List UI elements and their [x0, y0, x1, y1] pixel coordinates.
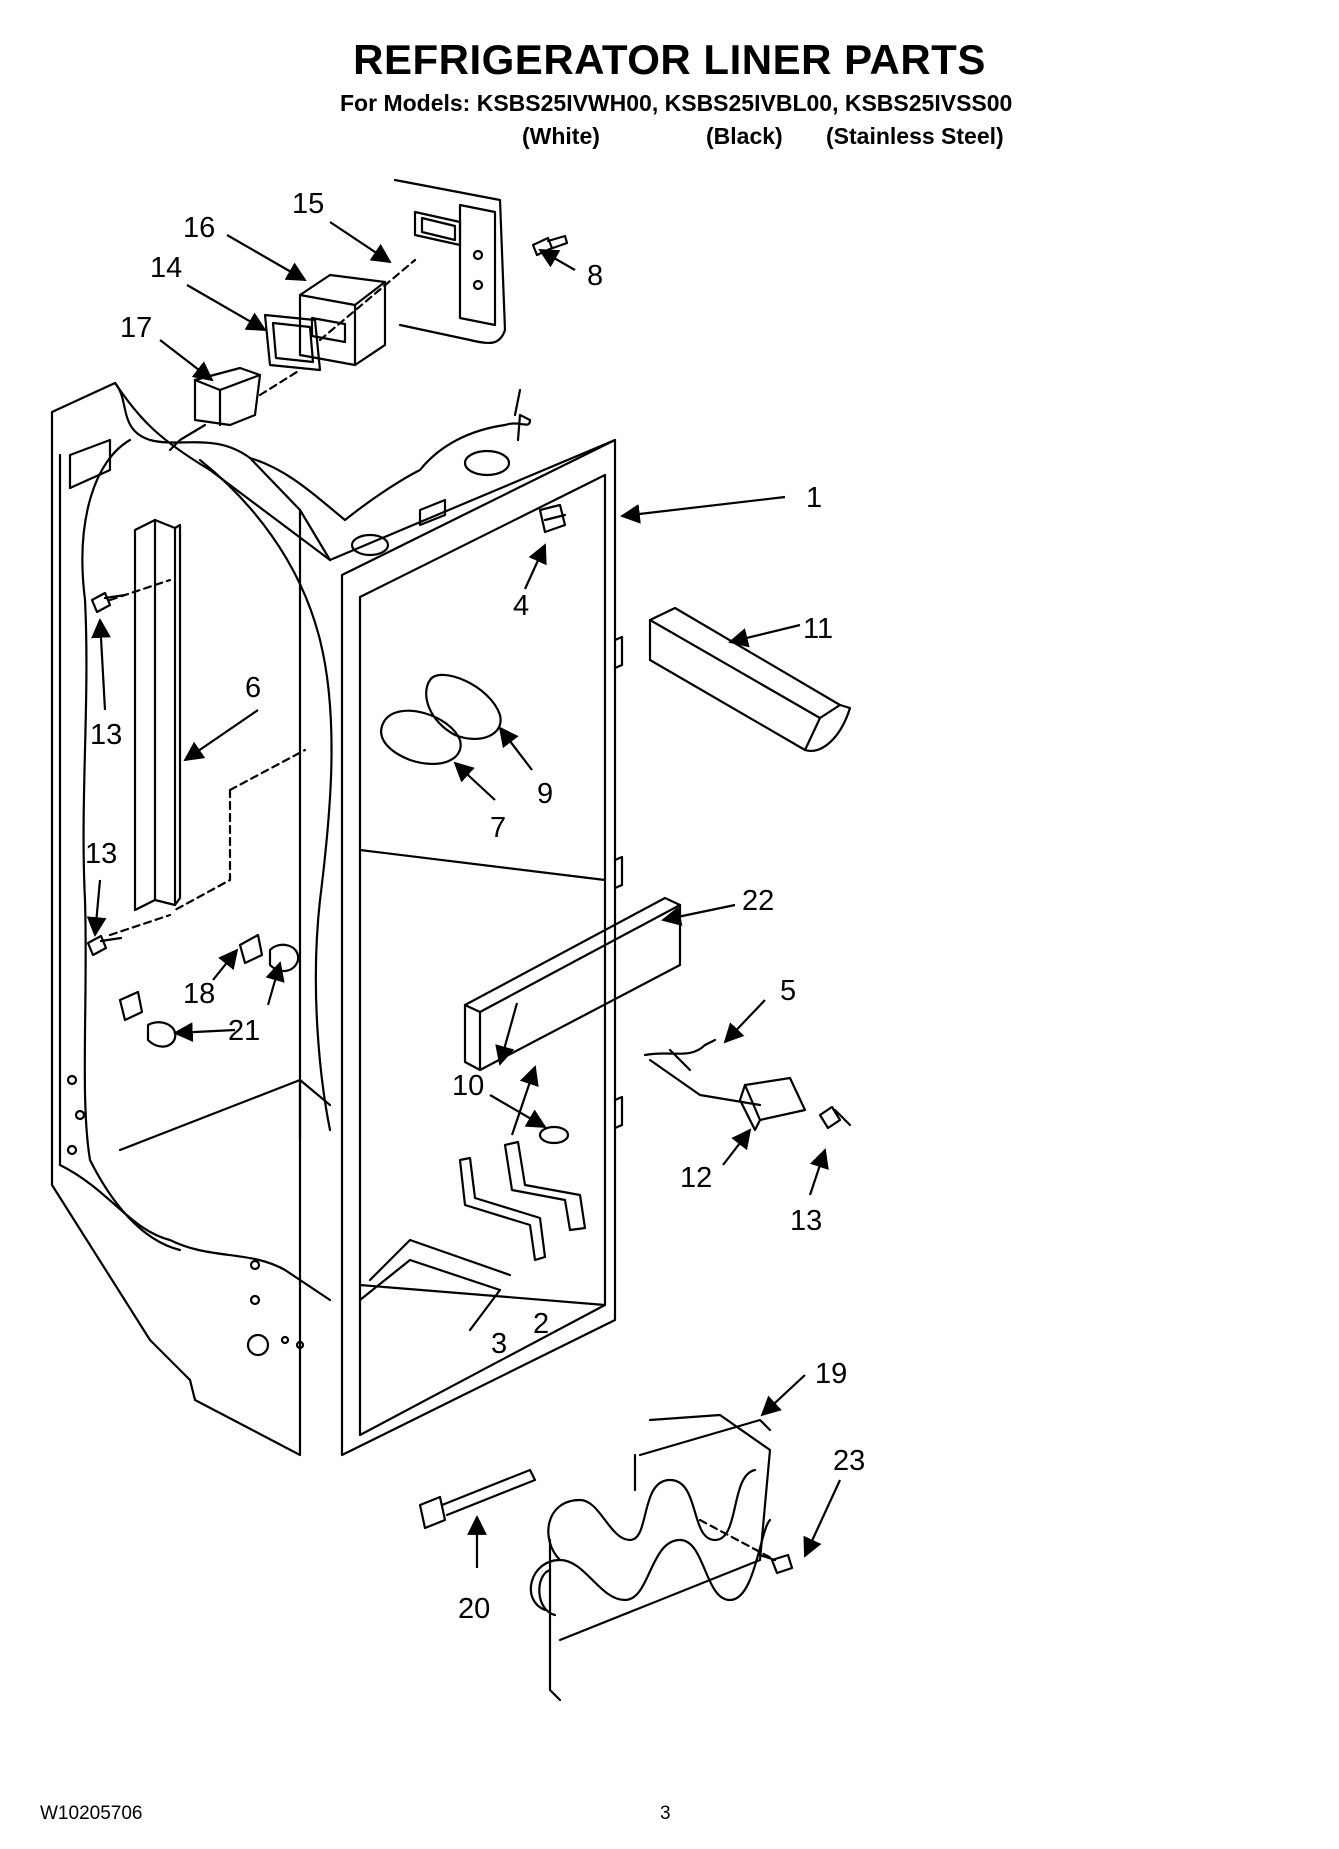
callout-5: 5 — [780, 975, 796, 1007]
callout-2: 2 — [533, 1308, 549, 1340]
callout-21: 21 — [228, 1015, 260, 1047]
callout-8: 8 — [587, 260, 603, 292]
channel-11 — [648, 606, 852, 753]
callout-13-right: 13 — [790, 1205, 822, 1237]
callout-15: 15 — [292, 188, 324, 220]
shelf-bar-22 — [463, 896, 682, 1072]
callout-13-lower: 13 — [85, 838, 117, 870]
screw-13-upper — [90, 591, 127, 614]
screw-13-right — [818, 1105, 852, 1130]
callout-12: 12 — [680, 1162, 712, 1194]
callout-11: 11 — [803, 613, 833, 645]
refrigerator-liner — [50, 381, 624, 1457]
heater-19 — [529, 1413, 772, 1702]
part-9 — [425, 673, 502, 740]
cable-tie-20 — [418, 1468, 537, 1530]
rail-6 — [133, 518, 182, 912]
callout-6: 6 — [245, 672, 261, 704]
models-line: For Models: KSBS25IVWH00, KSBS25IVBL00, … — [340, 90, 1013, 116]
callout-4: 4 — [513, 590, 529, 622]
bulb-21-upper — [268, 943, 300, 973]
callout-22: 22 — [742, 885, 774, 917]
bracket-2 — [503, 1140, 587, 1232]
variant-white: (White) — [522, 123, 600, 149]
page-number: 3 — [660, 1803, 671, 1824]
callout-20: 20 — [458, 1593, 490, 1625]
grommet-10 — [538, 1125, 570, 1145]
screw-8 — [531, 234, 569, 257]
page-title: REFRIGERATOR LINER PARTS — [353, 36, 986, 83]
control-housing — [168, 178, 507, 452]
callout-3: 3 — [491, 1328, 507, 1360]
callout-13-upper: 13 — [90, 719, 122, 751]
callout-23: 23 — [833, 1445, 865, 1477]
callout-17: 17 — [120, 312, 152, 344]
socket-18-lower — [118, 990, 144, 1022]
screw-13-lower — [86, 934, 123, 957]
document-number: W10205706 — [40, 1803, 143, 1824]
callout-10: 10 — [452, 1070, 484, 1102]
bulb-21-lower — [146, 1021, 177, 1048]
callout-7: 7 — [490, 812, 506, 844]
callout-1: 1 — [806, 482, 822, 514]
screw-23 — [758, 1553, 794, 1575]
leader-arrows — [86, 221, 841, 1568]
callout-18: 18 — [183, 978, 215, 1010]
callout-9: 9 — [537, 778, 553, 810]
callout-16: 16 — [183, 212, 215, 244]
bracket-3 — [458, 1156, 547, 1262]
part-7 — [380, 709, 462, 765]
module-12 — [738, 1076, 807, 1132]
callout-19: 19 — [815, 1358, 847, 1390]
part-4 — [538, 503, 567, 534]
variant-black: (Black) — [706, 123, 783, 149]
callout-labels: 1 2 3 4 5 6 7 8 9 10 11 12 13 13 13 14 1… — [85, 188, 865, 1625]
socket-18 — [238, 933, 264, 965]
wire-harness-5 — [643, 1038, 762, 1107]
variant-stainless: (Stainless Steel) — [826, 123, 1004, 149]
callout-14: 14 — [150, 252, 182, 284]
